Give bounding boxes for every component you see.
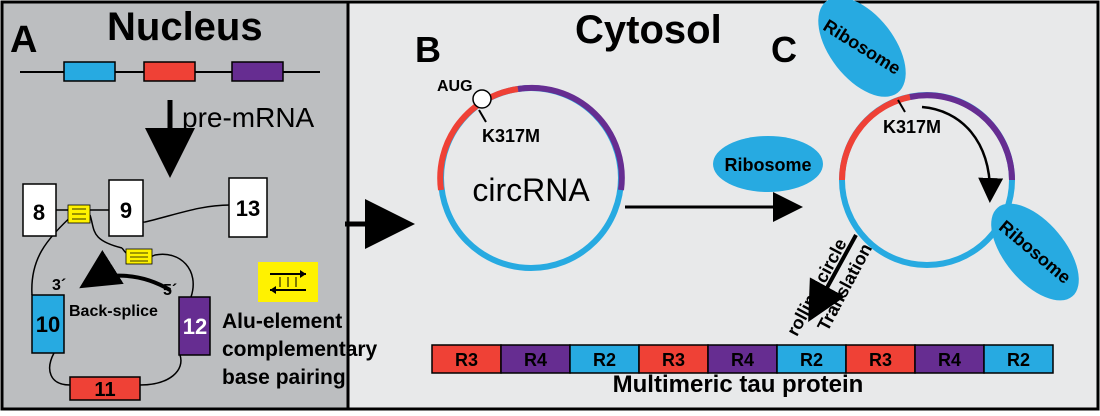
pre-mrna-exon-purple xyxy=(231,61,284,82)
protein-repeat-block: R4 xyxy=(914,344,985,374)
translation-direction-arrow xyxy=(921,105,1004,203)
exon-9: 9 xyxy=(108,179,144,237)
protein-repeat-label: R3 xyxy=(662,350,685,370)
svg-text:11: 11 xyxy=(94,379,115,401)
backsplice-arrow xyxy=(79,250,172,292)
svg-text:10: 10 xyxy=(36,312,60,337)
protein-caption: Multimeric tau protein xyxy=(613,371,864,398)
protein-bar: R3 R4 R2 R3 R4 R2 R3 R4 R2 xyxy=(431,344,1054,374)
alu-label-line-1: Alu-element xyxy=(222,310,342,333)
exon-12: 12 xyxy=(178,296,211,356)
svg-text:Ribosome: Ribosome xyxy=(724,155,811,175)
mutation-tick-b xyxy=(478,109,487,123)
protein-repeat-block: R3 xyxy=(431,344,502,374)
aug-label: AUG xyxy=(437,78,473,95)
protein-repeat-block: R2 xyxy=(569,344,640,374)
svg-text:8: 8 xyxy=(33,200,45,225)
pre-mrna-exon-red xyxy=(143,61,196,82)
circrna-label: circRNA xyxy=(472,172,590,208)
panel-letter-b: B xyxy=(415,29,441,70)
mutation-label-c: K317M xyxy=(883,117,941,137)
protein-repeat-block: R3 xyxy=(638,344,709,374)
alu-pairing-marker-upper xyxy=(67,204,91,224)
pre-mrna-label: pre-mRNA xyxy=(182,102,315,133)
svg-text:12: 12 xyxy=(183,314,207,339)
protein-repeat-label: R2 xyxy=(593,350,616,370)
protein-repeat-block: R4 xyxy=(500,344,571,374)
cytosol-title: Cytosol xyxy=(575,8,722,52)
mutation-label-b: K317M xyxy=(482,126,540,146)
protein-repeat-block: R2 xyxy=(983,344,1054,374)
protein-repeat-label: R2 xyxy=(800,350,823,370)
alu-pairing-marker-lower xyxy=(125,248,153,265)
panel-letter-c: C xyxy=(771,29,797,70)
protein-repeat-label: R4 xyxy=(524,350,547,370)
alu-label-line-2: complementary xyxy=(222,338,378,361)
translation-ring-purple-arc xyxy=(909,92,1015,181)
protein-repeat-label: R4 xyxy=(731,350,754,370)
exon-8: 8 xyxy=(22,183,57,237)
intron-loop-path xyxy=(31,204,231,386)
backsplice-label: Back-splice xyxy=(69,303,158,320)
protein-repeat-label: R4 xyxy=(938,350,961,370)
svg-text:9: 9 xyxy=(120,198,132,223)
circrna-ring-purple-arc xyxy=(517,84,625,191)
circrna-ring-red-arc xyxy=(437,86,519,191)
rolling-translation-arrow xyxy=(808,234,858,323)
protein-repeat-block: R4 xyxy=(707,344,778,374)
protein-repeat-block: R3 xyxy=(845,344,916,374)
prime-3-label: 3´ xyxy=(52,277,66,294)
mutation-tick-c xyxy=(897,99,906,113)
pre-mrna-exon-blue xyxy=(63,61,116,82)
svg-text:13: 13 xyxy=(236,196,260,221)
exon-11: 11 xyxy=(69,376,141,401)
nucleus-title: Nucleus xyxy=(107,5,263,49)
translation-ring-red-arc xyxy=(839,94,911,181)
exon-13: 13 xyxy=(228,177,268,238)
aug-start-marker xyxy=(472,89,492,109)
panel-letter-a: A xyxy=(10,19,37,61)
alu-label-line-3: base pairing xyxy=(222,366,346,389)
protein-repeat-label: R3 xyxy=(869,350,892,370)
exon-10: 10 xyxy=(31,294,65,354)
prime-5-label: 5´ xyxy=(163,282,177,299)
ribosome-left: Ribosome xyxy=(713,136,823,192)
protein-repeat-label: R3 xyxy=(455,350,478,370)
alu-legend-icon xyxy=(258,262,318,302)
protein-repeat-block: R2 xyxy=(776,344,847,374)
protein-repeat-label: R2 xyxy=(1007,350,1030,370)
